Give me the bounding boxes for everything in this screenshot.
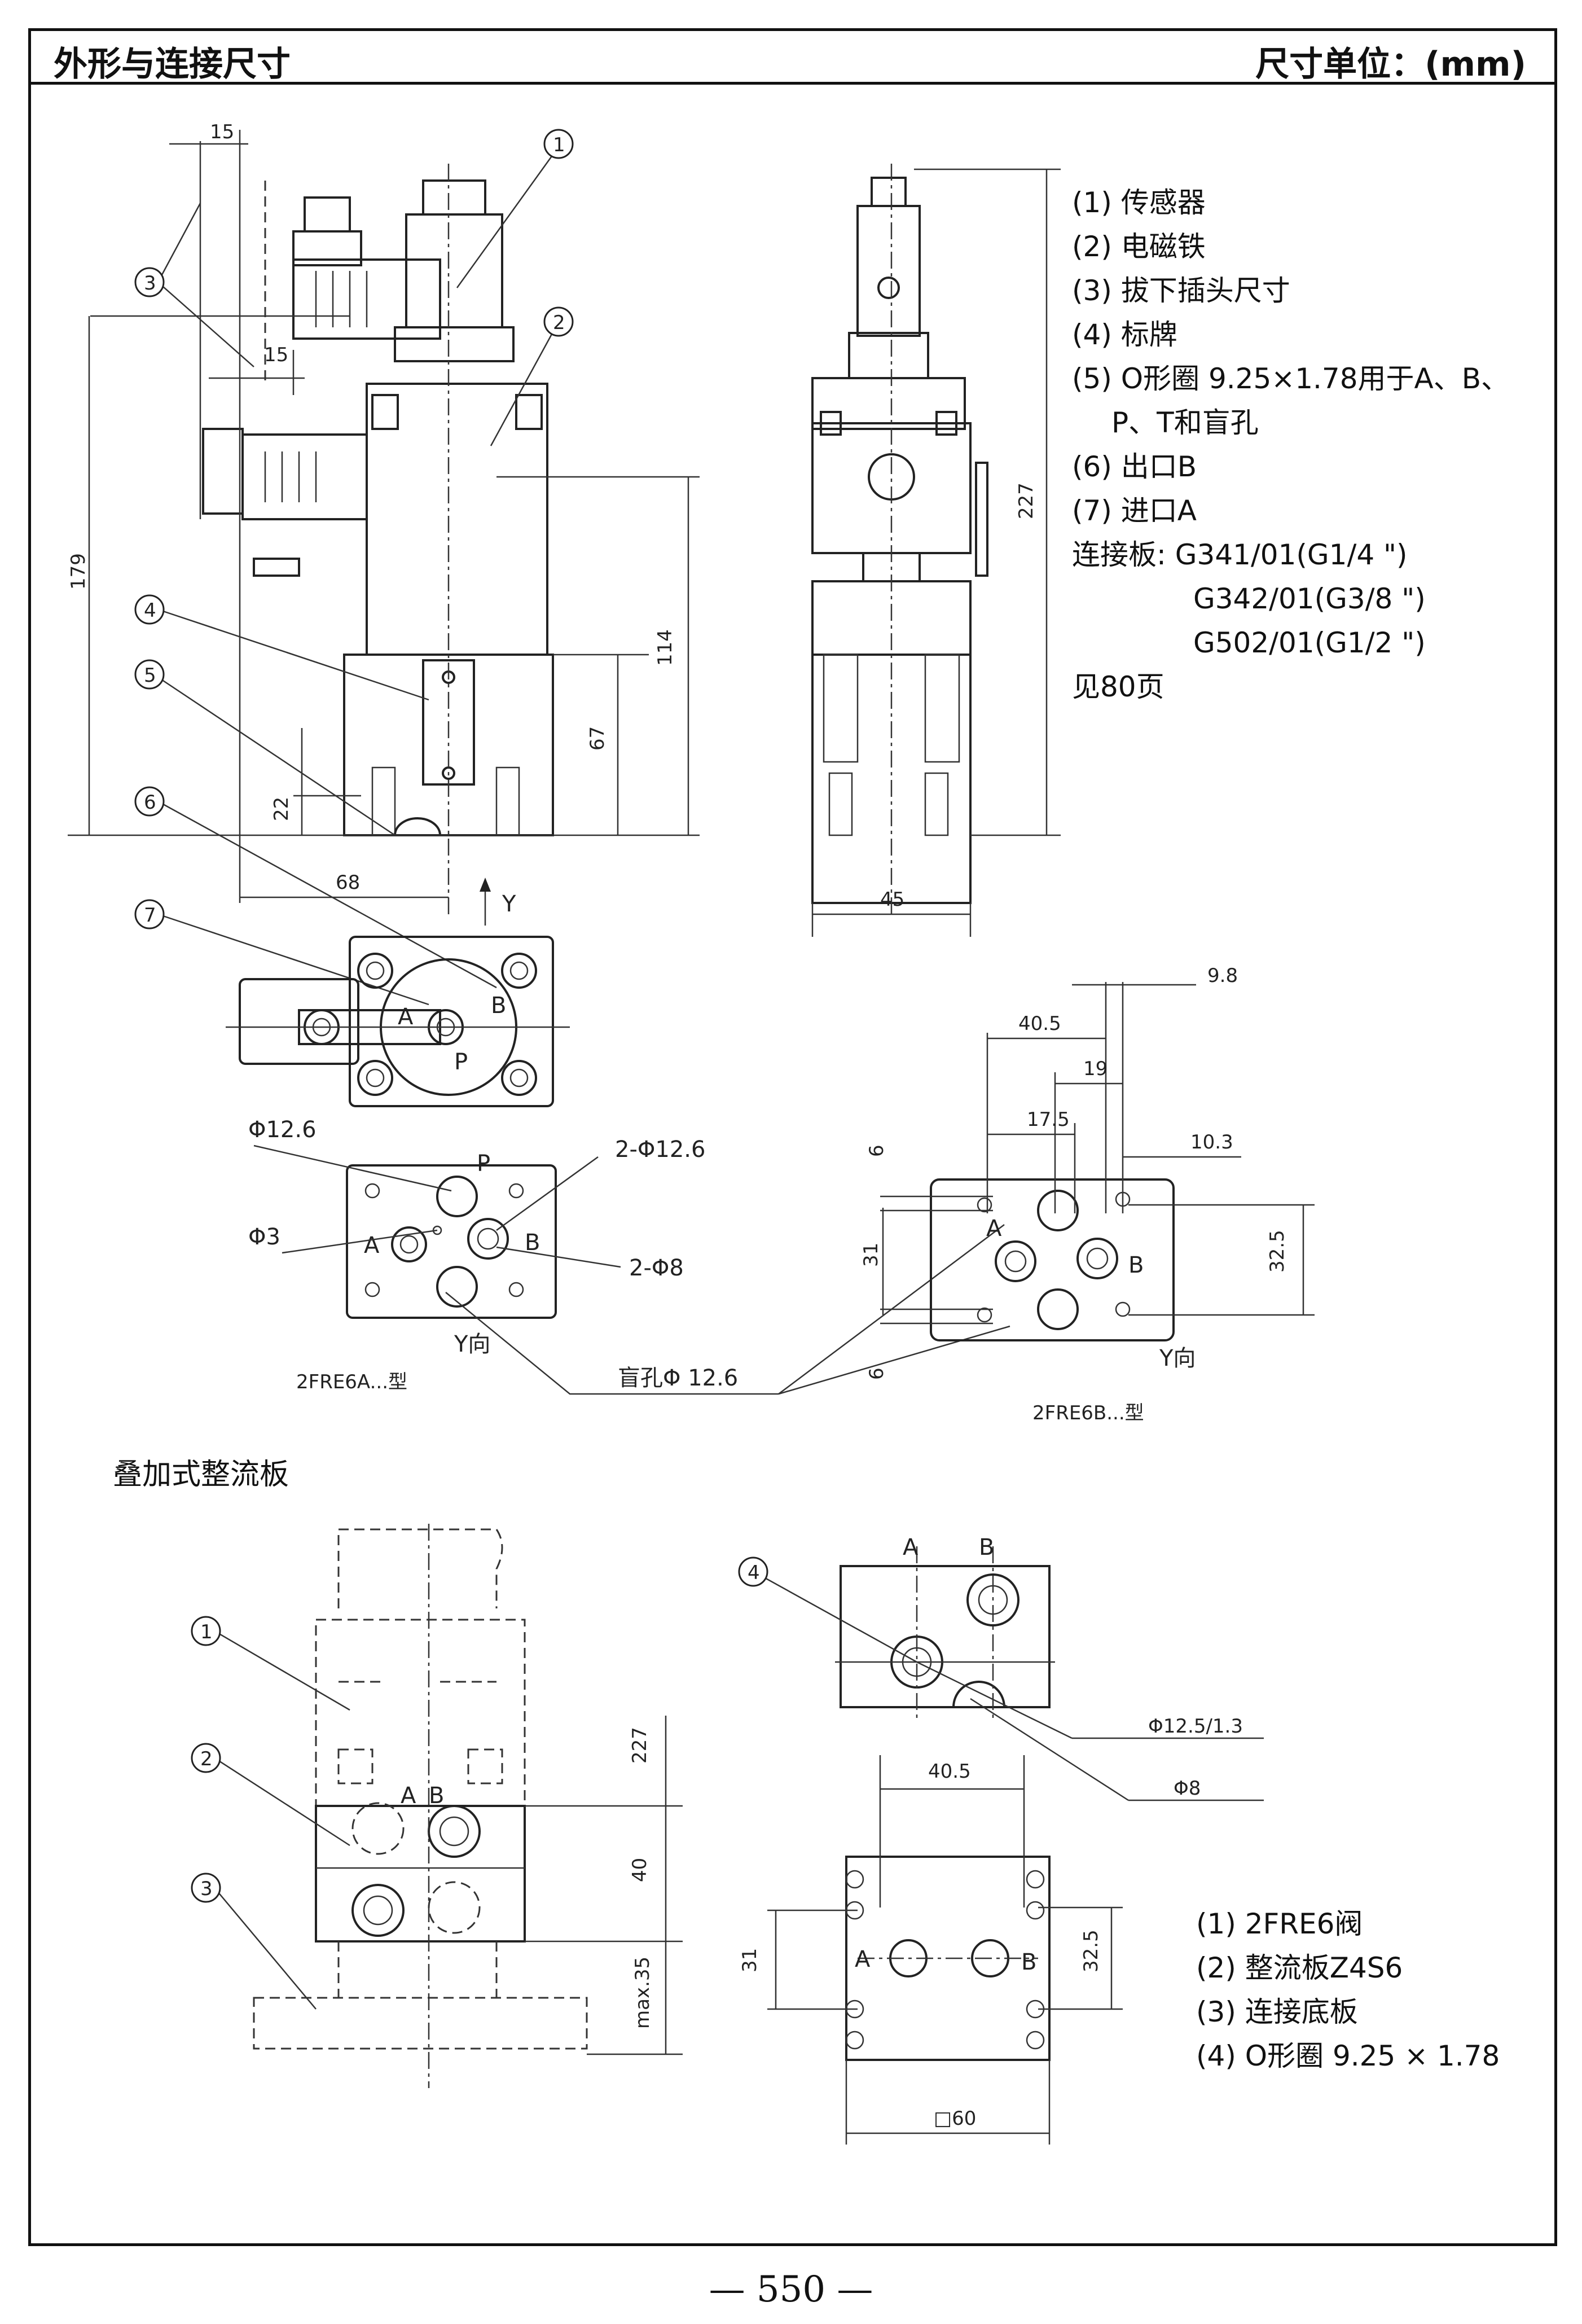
dim-9-8: 9.8 bbox=[1207, 964, 1238, 987]
top-view-port-p: P bbox=[454, 1049, 468, 1075]
dim-114: 114 bbox=[654, 629, 676, 666]
type-b-label: 2FRE6B...型 bbox=[1032, 1402, 1144, 1424]
dim-17-5: 17.5 bbox=[1027, 1108, 1070, 1131]
bottom-port-b: B bbox=[1021, 1949, 1036, 1975]
label-2-d12-6: 2-Φ12.6 bbox=[615, 1137, 705, 1163]
legend-bottom-item-4: (4) O形圈 9.25 × 1.78 bbox=[1196, 2040, 1500, 2072]
y-arrow-label: Y bbox=[502, 891, 516, 917]
page-title: 外形与连接尺寸 bbox=[54, 45, 291, 84]
bottom-port-a: A bbox=[855, 1946, 871, 1972]
balloon-3-stack: 3 bbox=[200, 1878, 213, 1900]
pattern-b-port-b: B bbox=[1128, 1252, 1144, 1278]
legend-top-item-5-cont: P、T和盲孔 bbox=[1111, 406, 1259, 439]
top-view-port-a: A bbox=[398, 1004, 414, 1030]
legend-top-item-2: (2) 电磁铁 bbox=[1072, 230, 1206, 263]
port-pattern-a: P A B Φ12.6 Φ3 2-Φ12.6 2-Φ8 Y向 2FRE6A...… bbox=[248, 1117, 1010, 1395]
type-a-label: 2FRE6A...型 bbox=[296, 1371, 407, 1393]
y-direction-a: Y向 bbox=[454, 1331, 490, 1357]
dim-31-b: 31 bbox=[860, 1243, 882, 1267]
balloon-1-stack: 1 bbox=[200, 1621, 213, 1643]
dim-67: 67 bbox=[586, 726, 609, 751]
plates-row: 连接板: G341/01(G1/4 ") bbox=[1072, 533, 1557, 577]
balloon-6-front: 6 bbox=[144, 791, 156, 814]
side-view: 227 45 bbox=[811, 164, 1061, 937]
plate-port-a: A bbox=[903, 1534, 919, 1560]
section-title: 叠加式整流板 bbox=[113, 1458, 289, 1492]
pattern-a-port-a: A bbox=[364, 1233, 380, 1259]
legend-bottom: (1) 2FRE6阀 (2) 整流板Z4S6 (3) 连接底板 (4) O形圈 … bbox=[1196, 1902, 1580, 2078]
blind-hole-label: 盲孔Φ 12.6 bbox=[618, 1365, 738, 1391]
dim-22: 22 bbox=[270, 797, 293, 821]
dim-40-5-bottom: 40.5 bbox=[928, 1760, 971, 1783]
top-view: A B P bbox=[226, 936, 570, 1107]
unit-label: 尺寸单位：(mm) bbox=[1255, 45, 1526, 84]
dim-32-5-b: 32.5 bbox=[1266, 1230, 1289, 1273]
legend-top-item-3: (3) 拔下插头尺寸 bbox=[1072, 274, 1290, 307]
balloon-7-front: 7 bbox=[144, 904, 156, 927]
plate-port-b: B bbox=[979, 1534, 994, 1560]
dim-19: 19 bbox=[1083, 1058, 1108, 1080]
stack-port-b: B bbox=[429, 1783, 444, 1809]
label-d12-5-1-3: Φ12.5/1.3 bbox=[1148, 1715, 1243, 1738]
dim-6-top: 6 bbox=[865, 1145, 888, 1157]
rectifier-plate-top: A B 4 Φ12.5/1.3 Φ8 bbox=[738, 1534, 1264, 1801]
label-d12-6: Φ12.6 bbox=[248, 1117, 317, 1143]
dim-45: 45 bbox=[880, 888, 904, 911]
balloon-4-plate: 4 bbox=[748, 1562, 760, 1584]
dim-sq60: □60 bbox=[934, 2107, 976, 2130]
legend-top: (1) 传感器 (2) 电磁铁 (3) 拔下插头尺寸 (4) 标牌 (5) O形… bbox=[1072, 181, 1557, 709]
y-direction-b: Y向 bbox=[1159, 1345, 1196, 1371]
balloon-3-front: 3 bbox=[144, 272, 156, 295]
dim-15-top: 15 bbox=[210, 121, 234, 143]
label-d3: Φ3 bbox=[248, 1224, 280, 1250]
pattern-b-port-a: A bbox=[986, 1216, 1002, 1242]
legend-top-item-7: (7) 进口A bbox=[1072, 494, 1197, 527]
port-pattern-b: A B 9.8 40.5 19 17.5 10.3 6 31 6 32.5 Y向… bbox=[860, 964, 1315, 1424]
legend-bottom-item-2: (2) 整流板Z4S6 bbox=[1196, 1952, 1403, 1984]
plate-3: G502/01(G1/2 ") bbox=[1193, 626, 1426, 659]
balloon-1-front: 1 bbox=[553, 134, 565, 156]
dim-6-bottom: 6 bbox=[865, 1367, 888, 1380]
dim-179: 179 bbox=[67, 553, 90, 590]
stack-port-a: A bbox=[401, 1783, 416, 1809]
plate-2: G342/01(G3/8 ") bbox=[1193, 582, 1426, 615]
balloon-2-stack: 2 bbox=[200, 1748, 213, 1770]
see-page: 见80页 bbox=[1072, 670, 1164, 703]
front-view: 15 15 179 114 67 22 68 Y 1 2 3 bbox=[67, 121, 700, 1006]
legend-top-item-6: (6) 出口B bbox=[1072, 450, 1197, 483]
dim-227-side: 227 bbox=[1015, 483, 1038, 519]
plates-label: 连接板: bbox=[1072, 538, 1166, 571]
balloon-4-front: 4 bbox=[144, 599, 156, 622]
legend-top-item-5: (5) O形圈 9.25×1.78用于A、B、 bbox=[1072, 362, 1510, 395]
page-number: — 550 — bbox=[709, 2269, 873, 2310]
pattern-a-port-p: P bbox=[477, 1151, 490, 1177]
dim-68: 68 bbox=[336, 871, 360, 894]
dim-15-mid: 15 bbox=[264, 344, 288, 366]
legend-top-item-1: (1) 传感器 bbox=[1072, 186, 1206, 219]
label-d8: Φ8 bbox=[1174, 1777, 1201, 1800]
dim-227-stack: 227 bbox=[629, 1727, 651, 1764]
header-bar: 外形与连接尺寸 尺寸单位：(mm) bbox=[31, 31, 1554, 85]
dim-31-bottom: 31 bbox=[739, 1948, 761, 1972]
drawing-frame: 外形与连接尺寸 尺寸单位：(mm) bbox=[28, 28, 1557, 2246]
legend-top-item-4: (4) 标牌 bbox=[1072, 318, 1177, 351]
label-2-d8: 2-Φ8 bbox=[629, 1255, 684, 1281]
dim-32-5-bottom: 32.5 bbox=[1080, 1930, 1102, 1972]
dim-10-3: 10.3 bbox=[1190, 1131, 1233, 1154]
top-view-port-b: B bbox=[491, 993, 506, 1019]
pattern-a-port-b: B bbox=[525, 1230, 540, 1256]
balloon-5-front: 5 bbox=[144, 664, 156, 687]
rectifier-plate-bottom: A B 40.5 31 32.5 □60 bbox=[739, 1755, 1123, 2145]
plate-1: G341/01(G1/4 ") bbox=[1175, 538, 1408, 571]
balloon-2-front: 2 bbox=[553, 312, 565, 334]
legend-bottom-item-1: (1) 2FRE6阀 bbox=[1196, 1908, 1363, 1940]
stacked-assembly: A B 227 40 max.35 1 2 3 bbox=[191, 1524, 683, 2088]
dim-40: 40 bbox=[629, 1858, 651, 1882]
legend-bottom-item-3: (3) 连接底板 bbox=[1196, 1996, 1358, 2028]
dim-40-5-top: 40.5 bbox=[1018, 1012, 1061, 1035]
dim-max35: max.35 bbox=[631, 1957, 654, 2029]
